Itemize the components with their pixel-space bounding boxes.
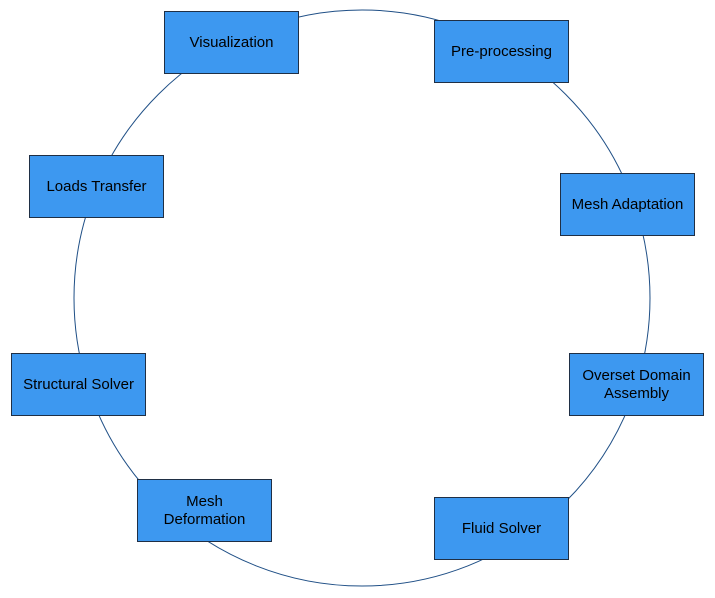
node-fluid-solver: Fluid Solver <box>434 497 569 560</box>
cycle-ring <box>73 9 651 587</box>
node-mesh-deformation: Mesh Deformation <box>137 479 272 542</box>
node-visualization: Visualization <box>164 11 299 74</box>
node-pre-processing: Pre-processing <box>434 20 569 83</box>
node-overset-domain-assembly: Overset Domain Assembly <box>569 353 704 416</box>
node-loads-transfer: Loads Transfer <box>29 155 164 218</box>
node-mesh-adaptation: Mesh Adaptation <box>560 173 695 236</box>
node-structural-solver: Structural Solver <box>11 353 146 416</box>
